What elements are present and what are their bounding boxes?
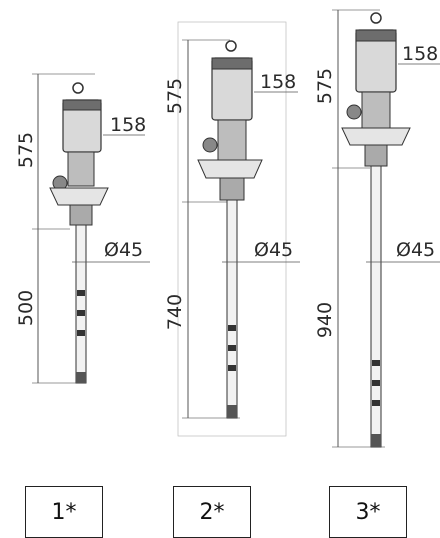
- pump-2-head-height-label: 575: [164, 78, 186, 114]
- pump-1-base-tray: [49, 187, 109, 206]
- pump-1-valve-body: [67, 151, 95, 187]
- pump-3-motor-cap: [355, 29, 397, 42]
- pump-1-mount: [69, 204, 93, 226]
- pump-1-lifting-eye: [72, 82, 84, 94]
- pump-1-motor-cap: [62, 99, 102, 111]
- pump-1-tube-diameter-label: Ø45: [104, 239, 143, 261]
- pump-1-tube-tip: [76, 372, 86, 383]
- pump-3-tube-band-1: [372, 360, 380, 366]
- pump-2-mount: [219, 177, 245, 201]
- pump-3-tube-tip: [371, 434, 381, 447]
- pump-3-tube-band-3: [372, 400, 380, 406]
- pump-3-mount: [364, 144, 388, 167]
- pump-2-label-box: 2*: [173, 486, 251, 538]
- pump-1-head-width-label: 158: [110, 114, 146, 136]
- pump-1-tube-band-1: [77, 290, 85, 296]
- pump-3-inlet-port: [346, 104, 362, 120]
- pump-2-base-tray: [197, 159, 263, 179]
- pump-1-tube-length-label: 500: [15, 290, 37, 326]
- pump-2-tube-length-label: 740: [164, 294, 186, 330]
- pump-2-inlet-port: [202, 137, 218, 153]
- pump-3-head-height-label: 575: [314, 68, 336, 104]
- pump-2-valve-body: [217, 119, 247, 161]
- pump-3-tube-band-2: [372, 380, 380, 386]
- pump-2: 575 740 158 Ø45: [164, 21, 300, 437]
- pump-3: 575 940 158 Ø45: [314, 9, 440, 448]
- pump-2-tube-diameter-label: Ø45: [254, 239, 293, 261]
- pump-2-tube-band-2: [228, 345, 236, 351]
- pump-2-frame: [177, 21, 287, 437]
- pump-3-valve-body: [361, 91, 391, 129]
- pump-2-lifting-eye: [225, 40, 237, 52]
- pump-3-head-width-label: 158: [402, 43, 438, 65]
- pump-1-tube-band-3: [77, 330, 85, 336]
- pump-3-lifting-eye: [370, 12, 382, 24]
- pump-1-tube: [75, 224, 87, 384]
- pump-2-tube-band-3: [228, 365, 236, 371]
- pump-1-head-height-label: 575: [15, 132, 37, 168]
- pump-3-tube-length-label: 940: [314, 302, 336, 338]
- pump-2-tube: [226, 199, 238, 419]
- pump-1: 575 500 158 Ø45: [15, 73, 150, 384]
- pump-1-tube-band-2: [77, 310, 85, 316]
- pump-3-base-tray: [341, 127, 411, 146]
- pump-2-tube-band-1: [228, 325, 236, 331]
- pump-2-tube-tip: [227, 405, 237, 418]
- pump-2-head-width-label: 158: [260, 71, 296, 93]
- pump-3-tube-diameter-label: Ø45: [396, 239, 435, 261]
- pump-2-motor-cap: [211, 57, 253, 70]
- pump-1-label-box: 1*: [25, 486, 103, 538]
- pump-3-label-box: 3*: [329, 486, 407, 538]
